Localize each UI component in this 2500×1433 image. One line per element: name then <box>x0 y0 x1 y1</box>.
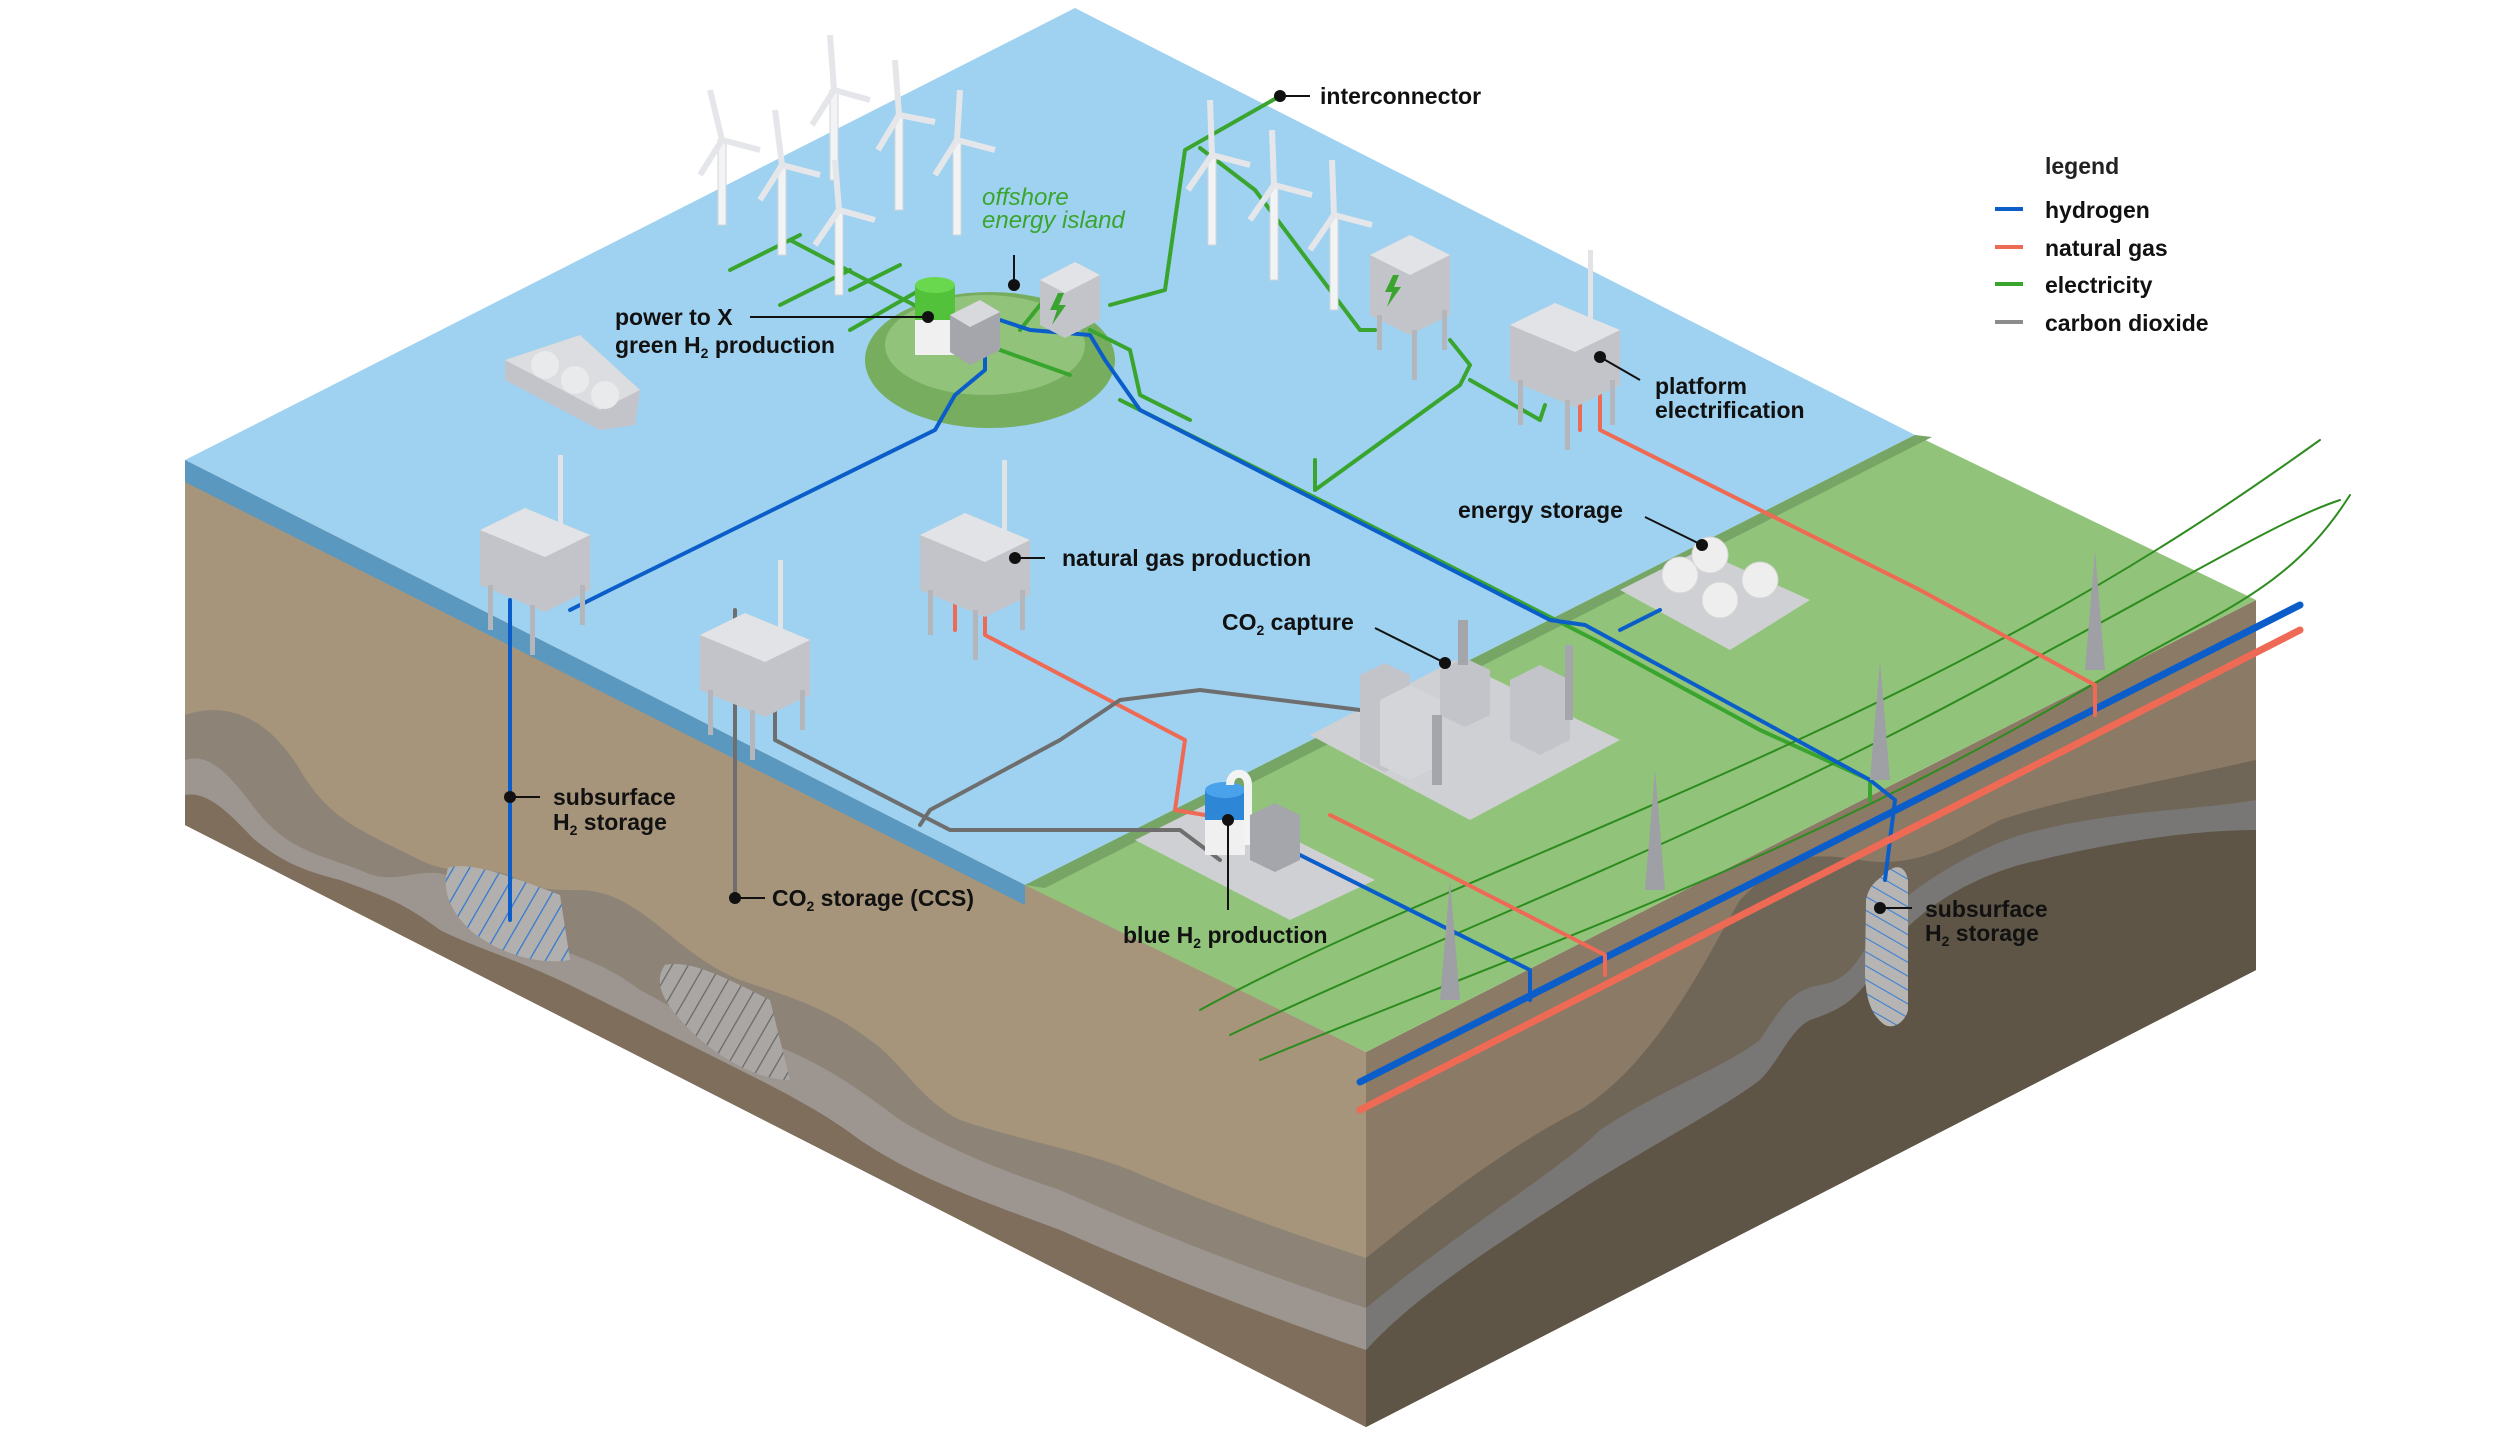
label-platform-electrification-2: electrification <box>1655 397 1805 423</box>
label-subsurface-h2-right-2: H2 storage <box>1925 920 2039 949</box>
pylon-icon <box>1645 770 1665 890</box>
wind-turbine-icon <box>1185 99 1251 246</box>
legend-title: legend <box>2045 153 2119 179</box>
sea-surface <box>185 8 1915 885</box>
island-substation <box>1040 262 1100 338</box>
label-blue-h2: blue H2 production <box>1123 922 1328 951</box>
label-green-h2: green H2 production <box>615 332 835 361</box>
label-co2-storage: CO2 storage (CCS) <box>772 885 974 914</box>
lng-ship-icon <box>505 335 640 430</box>
wind-farm-left <box>697 34 996 296</box>
sea-edge <box>185 460 1025 905</box>
wind-farm-right <box>1185 99 1373 311</box>
pylon-icon <box>1870 660 1890 780</box>
legend-item-electricity: electricity <box>1995 272 2153 298</box>
lightning-icon <box>1385 275 1401 307</box>
electricity-pylons <box>1440 550 2105 1000</box>
wind-turbine-icon <box>757 109 821 256</box>
legend-label: carbon dioxide <box>2045 310 2209 336</box>
label-interconnector: interconnector <box>1320 83 1481 109</box>
co2-capture-plant <box>1360 620 1573 785</box>
block-left-face <box>185 460 1366 1427</box>
label-island-line2: energy island <box>982 207 1125 234</box>
labels: interconnector offshore energy island po… <box>553 83 2048 951</box>
label-energy-storage: energy storage <box>1458 497 1623 523</box>
legend: legend hydrogen natural gas electricity … <box>1995 153 2209 336</box>
wind-turbine-icon <box>1307 159 1373 311</box>
label-subsurface-h2-left-2: H2 storage <box>553 809 667 838</box>
legend-item-hydrogen: hydrogen <box>1995 197 2150 223</box>
label-platform-electrification-1: platform <box>1655 373 1747 399</box>
wind-turbine-icon <box>875 59 936 211</box>
wind-turbine-icon <box>932 89 996 236</box>
legend-label: natural gas <box>2045 235 2168 261</box>
co2-cavern <box>659 964 790 1080</box>
h2-cavern-left <box>445 866 570 962</box>
ccs-platform <box>700 560 810 760</box>
rock-layer-darkest-right <box>1366 830 2256 1427</box>
pylon-icon <box>1440 880 1460 1000</box>
legend-label: electricity <box>2045 272 2153 298</box>
wind-turbine-icon <box>1247 129 1313 281</box>
wind-turbine-icon <box>812 159 876 296</box>
natural-gas-platform <box>920 460 1030 660</box>
h2-salt-cavern-right <box>1865 867 1908 1027</box>
offshore-substation <box>1370 235 1450 380</box>
leader-lines <box>504 90 1912 914</box>
label-subsurface-h2-left-1: subsurface <box>553 784 676 810</box>
rock-layer-dark-left <box>185 794 1366 1427</box>
label-power-to-x: power to X <box>615 304 733 330</box>
hydrogen-pipelines <box>508 318 2304 1086</box>
label-island-line1: offshore <box>982 184 1069 211</box>
platform-electrification <box>1510 250 1620 450</box>
legend-item-carbon-dioxide: carbon dioxide <box>1995 310 2209 336</box>
pylon-icon <box>2085 550 2105 670</box>
legend-item-natural-gas: natural gas <box>1995 235 2168 261</box>
legend-label: hydrogen <box>2045 197 2150 223</box>
wind-turbine-icon <box>697 89 761 226</box>
label-co2-capture: CO2 capture <box>1222 609 1354 638</box>
power-to-x-plant <box>915 277 1000 365</box>
label-natural-gas-production: natural gas production <box>1062 545 1311 571</box>
label-subsurface-h2-right-1: subsurface <box>1925 896 2048 922</box>
h2-storage-platform <box>480 455 590 655</box>
lightning-icon <box>1050 293 1066 325</box>
